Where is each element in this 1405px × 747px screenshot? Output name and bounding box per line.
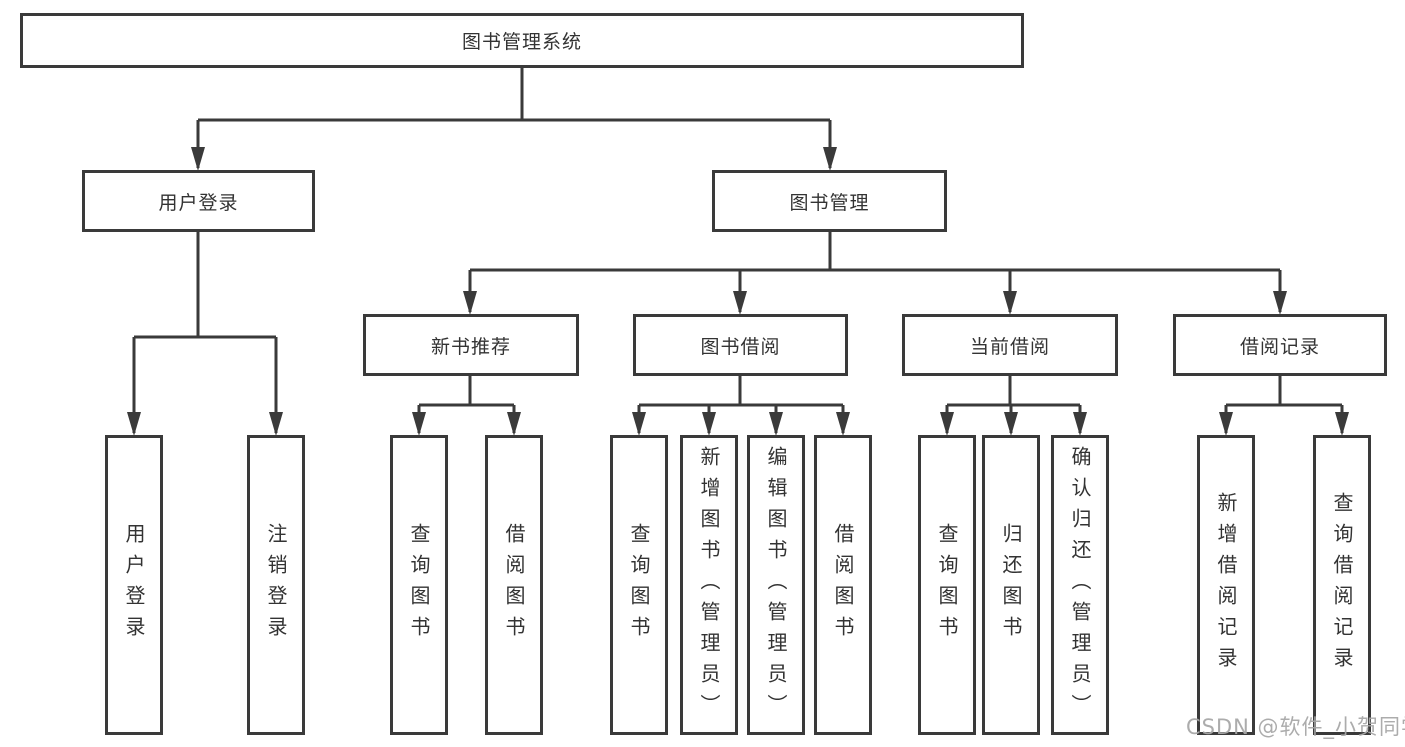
node-leaf-add-books-admin: 新增图书（管理员） [680,435,738,735]
node-leaf-add-borrow-record: 新增借阅记录 [1197,435,1255,735]
node-leaf-edit-books-admin: 编辑图书（管理员） [747,435,805,735]
node-root-library-management-system: 图书管理系统 [20,13,1024,68]
node-borrowing-records: 借阅记录 [1173,314,1387,376]
csdn-watermark: CSDN @软件_小贺同学 [1186,715,1405,739]
node-leaf-return-books: 归还图书 [982,435,1040,735]
node-current-borrowing: 当前借阅 [902,314,1118,376]
node-leaf-query-books-borrowing: 查询图书 [610,435,668,735]
node-leaf-query-borrow-record: 查询借阅记录 [1313,435,1371,735]
node-leaf-logout-action: 注销登录 [247,435,305,735]
node-new-book-recommend: 新书推荐 [363,314,579,376]
node-leaf-query-books-recommend: 查询图书 [390,435,448,735]
node-book-borrowing: 图书借阅 [633,314,848,376]
node-book-management: 图书管理 [712,170,947,232]
node-user-login: 用户登录 [82,170,315,232]
node-leaf-borrow-books-recommend: 借阅图书 [485,435,543,735]
node-leaf-confirm-return-admin: 确认归还（管理员） [1051,435,1109,735]
node-leaf-query-books-current: 查询图书 [918,435,976,735]
node-leaf-user-login-action: 用户登录 [105,435,163,735]
node-leaf-borrow-books: 借阅图书 [814,435,872,735]
